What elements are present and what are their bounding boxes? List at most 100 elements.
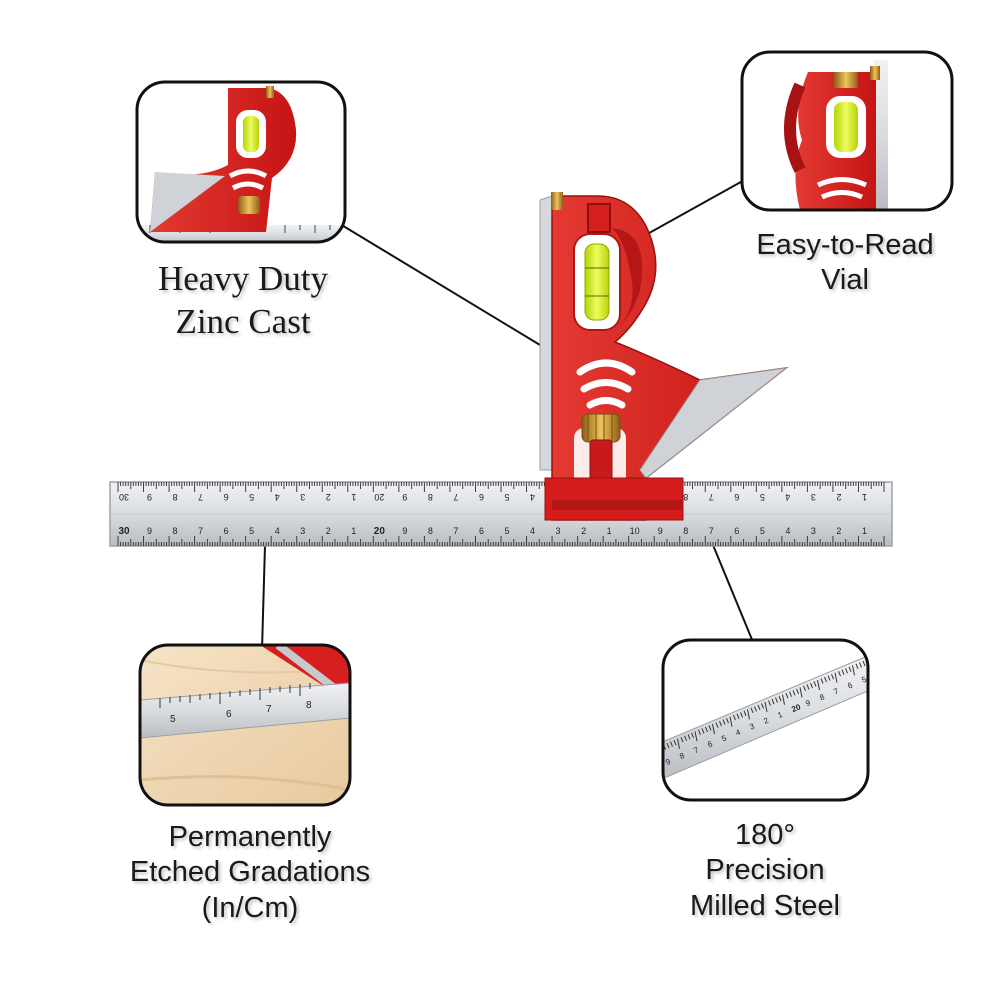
steel-detail-tick	[817, 679, 820, 691]
steel-label: 180° Precision Milled Steel	[650, 818, 880, 924]
connector-gradations	[261, 544, 266, 651]
steel-detail-tick	[810, 682, 813, 689]
ruler-tick-label: 8	[173, 526, 178, 536]
steel-detail-tick	[726, 717, 729, 724]
steel-detail-tick	[691, 732, 694, 738]
steel-label-line-2: Precision	[705, 854, 825, 887]
steel-detail-tick	[750, 707, 754, 714]
steel-detail-tick	[729, 716, 733, 727]
steel-detail-tick	[803, 685, 806, 692]
steel-detail-tick	[761, 703, 764, 709]
steel-detail-tick	[827, 675, 831, 681]
steel-detail-tick	[799, 687, 803, 698]
steel-detail-tick	[789, 691, 792, 697]
steel-detail-tick	[708, 725, 712, 731]
steel-detail-tick	[712, 723, 715, 735]
detail-tick-label: 7	[266, 704, 272, 715]
ruler-tick-label: 5	[249, 526, 254, 536]
steel-detail-tick	[673, 739, 677, 746]
steel-detail-tick	[838, 671, 841, 677]
steel-detail-tick	[701, 728, 705, 734]
steel-detail-tick	[855, 663, 859, 670]
steel-detail-tick	[680, 737, 684, 743]
ruler-tick-label: 8	[428, 526, 433, 536]
steel-detail-tick	[768, 700, 771, 706]
ruler-tick-label: 9	[147, 526, 152, 536]
steel-detail-tick	[841, 669, 845, 675]
steel-detail-tick	[813, 681, 817, 687]
steel-detail-tick	[862, 660, 866, 667]
vial-detail-inset	[740, 50, 954, 212]
ruler-tick-label: 4	[785, 526, 790, 536]
ruler-tick-label: 6	[479, 526, 484, 536]
steel-detail-tick	[831, 673, 834, 680]
steel-detail-tick	[740, 712, 743, 718]
ruler-tick-label: 9	[402, 526, 407, 536]
vial-label-line-2: Vial	[821, 264, 869, 297]
ruler-tick-label: 7	[198, 526, 203, 536]
ruler-tick-label: 2	[836, 526, 841, 536]
steel-detail-tick	[782, 694, 785, 705]
steel-detail-tick	[666, 742, 670, 749]
steel-detail-tick-label: 3	[748, 721, 756, 731]
ruler-ticks-bottom	[117, 536, 885, 546]
steel-detail-tick	[859, 662, 862, 668]
zinc-cast-label-line-1: Heavy Duty	[157, 259, 329, 298]
ruler-tick-label: 7	[453, 492, 458, 502]
ruler-tick-label: 3	[556, 526, 561, 536]
steel-detail-tick	[848, 666, 852, 672]
ruler-tick-label: 10	[630, 526, 640, 536]
ruler-tick-label: 4	[530, 492, 535, 502]
ruler-tick-label: 7	[198, 492, 203, 502]
steel-detail-tick-label: 5	[860, 675, 868, 685]
steel-detail-tick	[870, 658, 872, 668]
ruler-tick-label: 30	[118, 526, 130, 537]
ruler-tick-label: 2	[581, 526, 586, 536]
steel-detail-tick	[845, 668, 848, 674]
steel-detail-tick	[733, 715, 736, 721]
steel-detail-tick-label: 4	[734, 727, 742, 737]
bubble-vial	[584, 243, 610, 321]
steel-detail-tick	[747, 709, 750, 720]
steel-detail-tick	[824, 676, 827, 683]
steel-detail-tick	[771, 698, 775, 705]
steel-detail-tick	[764, 701, 768, 713]
steel-detail-tick-label: 1	[776, 710, 784, 720]
ruler-tick-label: 8	[428, 492, 433, 502]
ruler-tick-label: 5	[504, 492, 509, 502]
ruler-tick-label: 9	[658, 526, 663, 536]
ruler-tick-label: 8	[683, 526, 688, 536]
steel-detail-tick	[705, 726, 708, 733]
ruler-tick-label: 8	[173, 492, 178, 502]
steel-detail-tick	[757, 704, 761, 711]
ruler-tick-label: 1	[351, 526, 356, 536]
steel-detail-tick-label: 6	[706, 739, 714, 749]
steel-detail-tick	[715, 722, 719, 728]
ruler-tick-label: 4	[275, 526, 280, 536]
connector-steel	[712, 544, 754, 643]
gradations-label: Permanently Etched Gradations (In/Cm)	[95, 820, 405, 926]
steel-detail-tick	[775, 697, 778, 703]
ruler-tick-label: 4	[275, 492, 280, 502]
steel-detail-tick-label: 8	[678, 751, 686, 761]
vial-label-line-1: Easy-to-Read	[756, 229, 934, 261]
steel-detail-tick	[785, 693, 789, 699]
ruler-tick-label: 7	[453, 526, 458, 536]
connector-zinc-cast	[339, 223, 541, 346]
ruler-tick-label: 6	[224, 526, 229, 536]
steel-detail-tick	[778, 695, 782, 702]
steel-detail-tick	[722, 719, 726, 725]
steel-detail-tick-label: 7	[832, 686, 840, 696]
steel-detail-tick	[834, 672, 838, 683]
ruler-tick-label: 6	[734, 492, 739, 502]
steel-detail-tick	[754, 706, 757, 712]
zinc-cast-head	[539, 192, 789, 521]
detail-tick-label: 5	[170, 714, 176, 725]
ruler-tick-label: 1	[862, 526, 867, 536]
ruler-tick-label: 2	[326, 526, 331, 536]
steel-detail-tick-label: 9	[664, 757, 672, 767]
ruler-tick-label: 20	[374, 526, 386, 537]
steel-detail-tick	[820, 678, 824, 684]
